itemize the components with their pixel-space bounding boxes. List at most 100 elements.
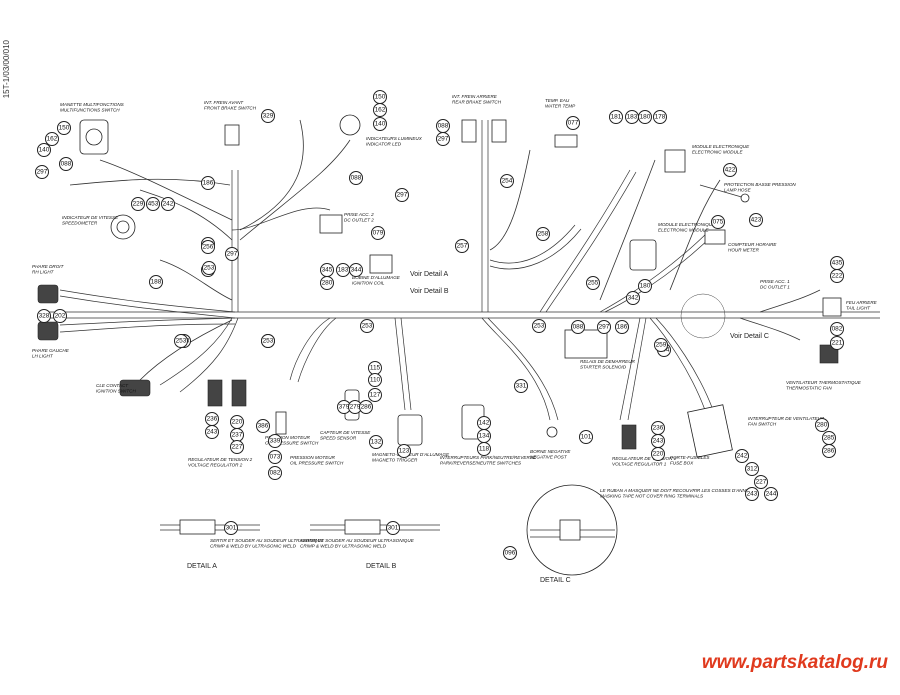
callout-075: 075 [711, 215, 725, 229]
callout-221: 221 [830, 336, 844, 350]
detail-c-title: DETAIL C [540, 577, 571, 584]
callout-circle [256, 419, 270, 433]
callout-number: 285 [824, 435, 835, 442]
callout-number: 297 [438, 136, 449, 143]
callout-number: 118 [479, 446, 490, 453]
callout-number: 286 [361, 404, 372, 411]
callout-circle [368, 388, 382, 402]
callout-number: 379 [339, 404, 350, 411]
callout-178: 178 [653, 110, 667, 124]
callout-number: 132 [371, 439, 382, 446]
callout-number: 253 [263, 338, 274, 345]
callout-339: 339 [268, 434, 282, 448]
oil-pressure-part [275, 411, 287, 435]
detail-c-reference-label: Voir Detail C [730, 333, 769, 340]
label-indicator-led-line-2: INDICATOR LED [366, 142, 402, 147]
callout-number: 256 [203, 244, 214, 251]
detail-c-drawing [526, 484, 618, 576]
callout-circle [745, 487, 759, 501]
label-negative-post-line-1: BORNE NEGATIVE [530, 449, 571, 454]
callout-number: 236 [207, 416, 218, 423]
callout-253: 253 [360, 319, 374, 333]
callout-circle [571, 320, 585, 334]
callout-circle [815, 418, 829, 432]
callout-number: 297 [37, 169, 48, 176]
front-brake-switch-part [224, 124, 240, 146]
label-lh-light-line-2: LH LIGHT [32, 354, 54, 359]
callout-number: 422 [725, 167, 736, 174]
callout-number: 082 [832, 326, 843, 333]
callout-number: 088 [573, 324, 584, 331]
callout-number: 180 [640, 114, 651, 121]
callout-circle [360, 319, 374, 333]
callout-number: 297 [397, 192, 408, 199]
voltage-regulator-2-part [207, 379, 247, 407]
callout-circle [149, 275, 163, 289]
callout-circle [174, 334, 188, 348]
callout-number: 082 [270, 470, 281, 477]
label-detail-b-note-line-1: SERTIR ET SOUDER AU SOUDEUR ULTRASONIQUE [300, 538, 415, 543]
callout-number: 180 [640, 283, 651, 290]
callout-number: 162 [375, 107, 386, 114]
callout-circle [455, 239, 469, 253]
callout-circle [638, 279, 652, 293]
watermark: www.partskatalog.ru [701, 652, 888, 673]
callout-number: 258 [538, 231, 549, 238]
callout-110: 110 [368, 373, 382, 387]
callout-243: 243 [745, 487, 759, 501]
rear-brake-switch-part [461, 119, 507, 143]
callout-297: 297 [597, 320, 611, 334]
callout-077: 077 [566, 116, 580, 130]
callout-101: 101 [579, 430, 593, 444]
callout-227: 227 [754, 475, 768, 489]
callout-256: 256 [201, 240, 215, 254]
callout-115: 115 [368, 361, 382, 375]
label-ignition-switch-line-2: IGNITION SWITCH [96, 389, 136, 394]
callout-number: 140 [375, 121, 386, 128]
callout-number: 115 [370, 365, 381, 372]
callout-088: 088 [571, 320, 585, 334]
label-park-reverse-line-1: INTERRUPTEURS PARK/NEUTRE/REVERSE [440, 455, 537, 460]
callout-circle [477, 442, 491, 456]
callout-circle [37, 143, 51, 157]
label-tail-light-line-1: FEU ARRIERE [846, 300, 878, 305]
callout-222: 222 [830, 269, 844, 283]
callout-circle [320, 276, 334, 290]
callout-circle [35, 165, 49, 179]
label-electronic-module-1-line-2: ELECTRONIC MODULE [692, 150, 743, 155]
callout-423: 423 [749, 213, 763, 227]
callout-number: 077 [568, 120, 579, 127]
callout-circle [654, 338, 668, 352]
label-voltage-regulator-1-line-2: VOLTAGE REGULATOR 1 [612, 462, 667, 467]
callout-297: 297 [436, 132, 450, 146]
callout-number: 297 [227, 251, 238, 258]
lh-light-part [37, 321, 59, 341]
callout-number: 253 [176, 338, 187, 345]
callout-circle [822, 444, 836, 458]
callout-186: 186 [615, 320, 629, 334]
callout-number: 186 [617, 324, 628, 331]
callout-circle [579, 430, 593, 444]
callout-328: 328 [37, 309, 51, 323]
callout-number: 227 [756, 479, 767, 486]
callout-circle [349, 171, 363, 185]
label-lh-light-line-1: PHARE GAUCHE [32, 348, 70, 353]
label-indicator-led-line-1: INDICATEURS LUMINEUX [366, 136, 423, 141]
label-acc-outlet-1-line-2: DC OUTLET 1 [760, 285, 790, 290]
callout-circle [146, 197, 160, 211]
callout-344: 344 [349, 263, 363, 277]
detail-b-drawing [310, 519, 440, 535]
callout-435: 435 [830, 256, 844, 270]
label-speedometer-line-1: INDICATEUR DE VITESSE [62, 215, 119, 220]
label-voltage-regulator-1-line-1: REGULATEUR DE TENSION 1 [612, 456, 677, 461]
detail-b-title: DETAIL B [366, 563, 397, 570]
callout-circle [436, 119, 450, 133]
label-hour-meter-line-1: COMPTEUR HORAIRE [728, 242, 777, 247]
callout-circle [201, 240, 215, 254]
label-oil-pressure-2-line-2: OIL PRESSURE SWITCH [290, 461, 344, 466]
callout-386: 386 [256, 419, 270, 433]
callout-number: 236 [653, 425, 664, 432]
callout-297: 297 [395, 188, 409, 202]
label-oil-pressure-line-2: OIL PRESSURE SWITCH [265, 441, 319, 446]
callout-circle [532, 319, 546, 333]
